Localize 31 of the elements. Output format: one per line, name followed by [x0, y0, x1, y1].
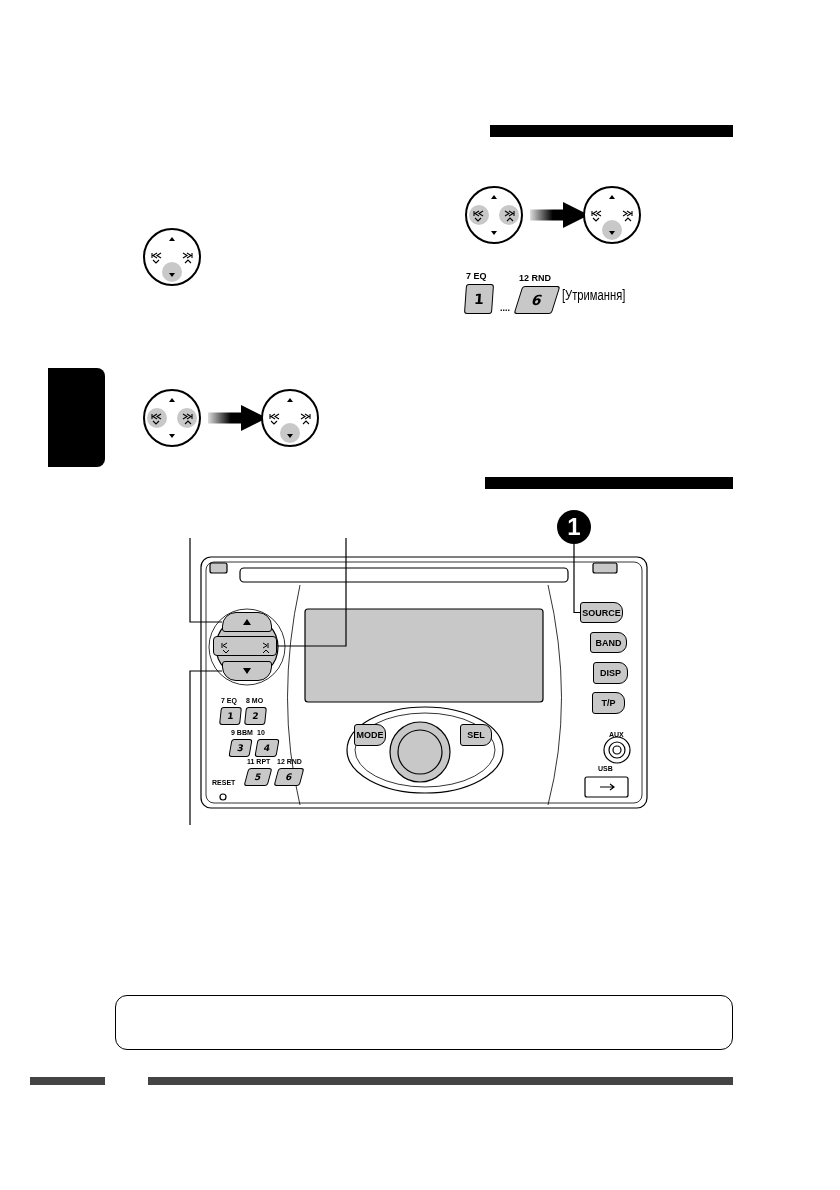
preset-button: 6: [513, 286, 561, 314]
mode-button: MODE: [354, 724, 386, 746]
down-button: [222, 661, 272, 681]
callout-number: 1: [557, 510, 591, 544]
traffic-button: T/P: [592, 692, 625, 714]
display-button: DISP: [593, 662, 628, 684]
leader-line: [189, 537, 223, 623]
select-button: SEL: [460, 724, 492, 746]
button-caption: 7 EQ: [466, 272, 487, 281]
preset-button: 2: [244, 707, 267, 725]
control-dial-icon: [260, 388, 320, 448]
leader-line: [189, 670, 223, 826]
control-dial-icon: [142, 388, 202, 448]
seek-buttons: [213, 636, 277, 656]
hold-note: [Утримання]: [562, 288, 626, 302]
side-tab: [48, 368, 105, 467]
control-dial-icon: [582, 185, 642, 245]
preset-button: 4: [254, 739, 280, 757]
leader-line: [276, 537, 347, 647]
band-button: BAND: [590, 632, 627, 653]
preset-button: 1: [219, 707, 242, 725]
button-caption: 12 RND: [519, 274, 551, 283]
dots-separator: ....: [500, 304, 510, 313]
preset-button: 5: [243, 768, 273, 786]
preset-button: 6: [273, 768, 305, 786]
source-button: SOURCE: [580, 602, 623, 623]
up-button: [222, 612, 272, 632]
control-dial-icon: [464, 185, 524, 245]
preset-button: 3: [228, 739, 253, 757]
control-dial-icon: [142, 227, 202, 287]
preset-button: 1: [463, 284, 495, 314]
